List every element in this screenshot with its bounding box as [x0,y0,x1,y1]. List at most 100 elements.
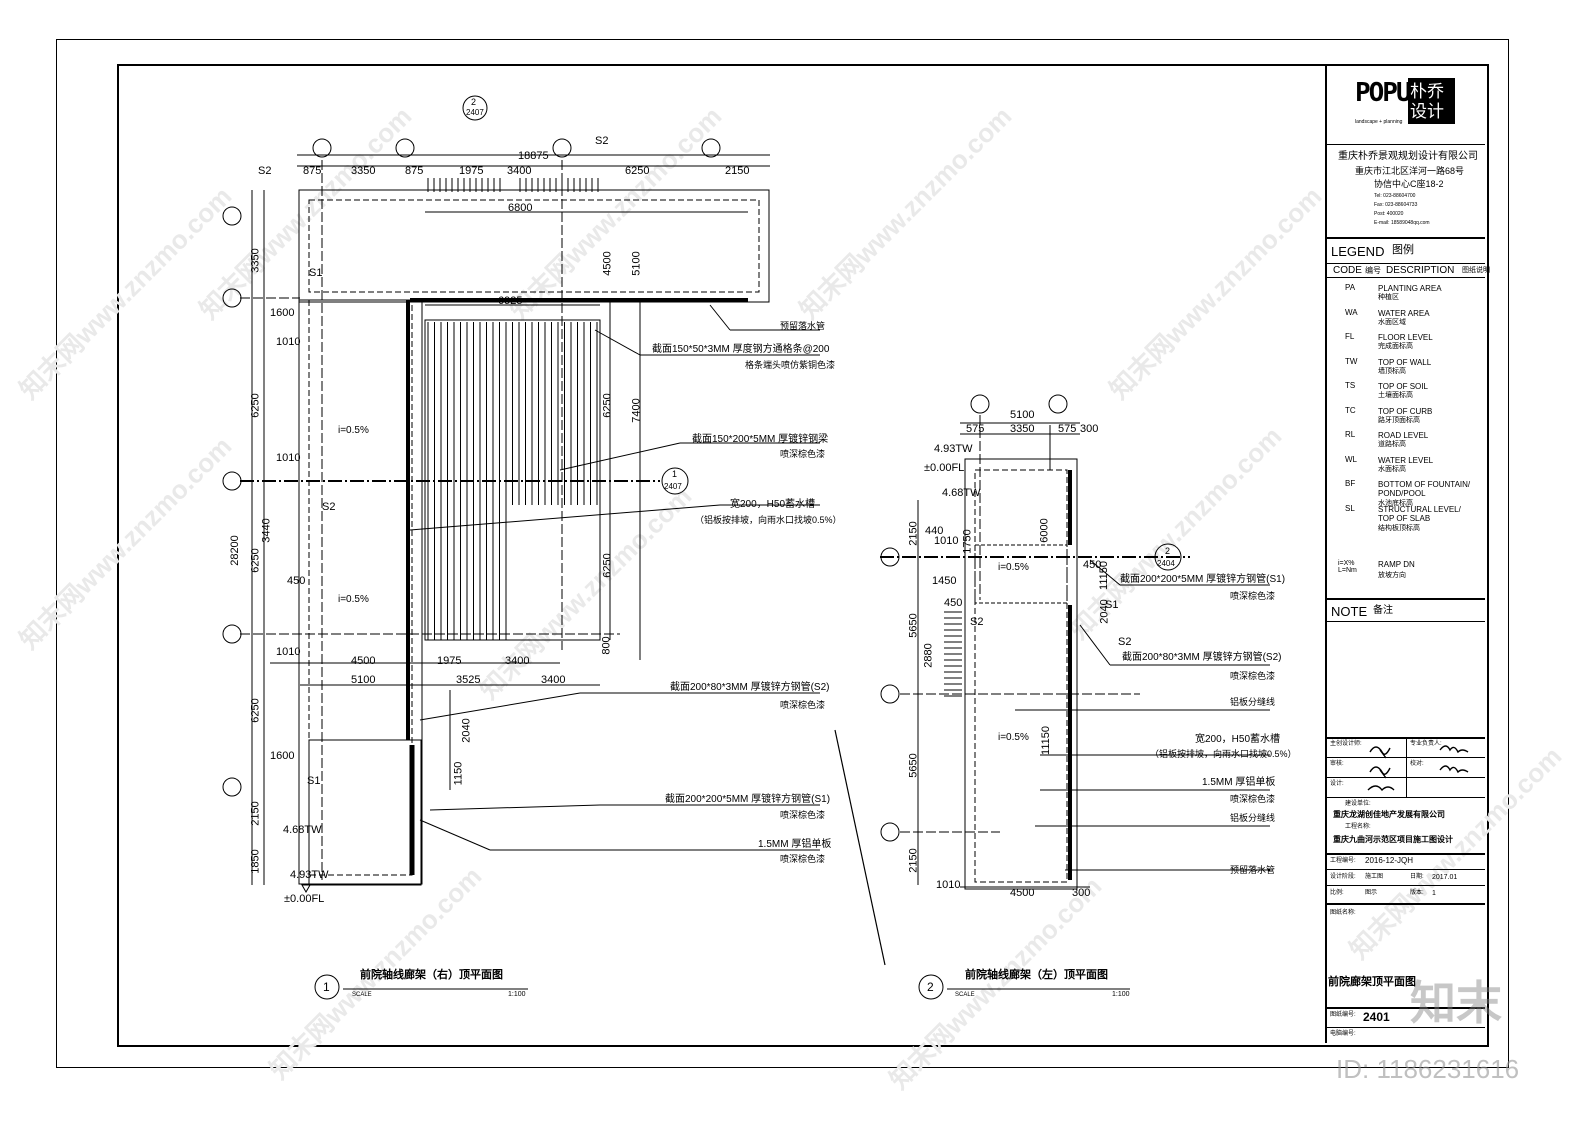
project-border [1327,869,1485,870]
legend-header-code-cn: 编号 [1365,266,1381,275]
project-border [1327,885,1485,886]
legend-code: WL [1345,455,1357,464]
note-title-cn: 备注 [1373,605,1393,616]
callout: 预留落水管 [780,321,826,331]
logo-cn: 朴乔设计 [1410,82,1444,121]
dim-left: 5650 [907,753,920,778]
section-ref: 2407 [466,108,484,117]
dim-inner: 1975 [437,655,462,667]
legend-top-border [1327,237,1485,239]
stage: 施工图 [1365,874,1384,880]
owner-name: 重庆龙湖创佳地产发展有限公司 [1333,810,1445,819]
level-label: 4.93TW [934,443,973,455]
company-post: Post: 400020 [1374,211,1404,217]
legend-ramp-cn: 放坡方向 [1378,572,1406,579]
dim-inner: 1600 [270,750,295,762]
legend-code: FL [1345,332,1355,341]
drawing-title: 前院轴线廊架（左）顶平面图 [965,969,1108,981]
slope-label: i=0.5% [338,594,369,605]
dim-top: 575 [1058,423,1077,435]
dim-top-2: 3350 [351,165,376,177]
legend-description-cn: 水面区域 [1378,319,1406,326]
file-no-label: 电脑编号: [1330,1031,1356,1037]
legend-description: STRUCTURAL LEVEL/ TOP OF SLAB [1378,505,1461,523]
dim-inner: 5100 [351,674,376,686]
legend-description: WATER LEVEL [1378,456,1434,465]
stage-label: 设计阶段: [1330,874,1356,880]
dim-inner: 450 [944,597,963,609]
company-address: 重庆市江北区洋河一路68号 [1355,166,1465,176]
company-email: E-mail: 18589048qq.com [1374,220,1430,226]
dim-top-4: 1975 [459,165,484,177]
project-no: 2016-12-JQH [1365,856,1414,865]
owner-label: 建设单位: [1345,801,1371,807]
company-logo: POPUY 朴乔设计 landscape + planning [1355,78,1457,128]
version: 1 [1432,890,1436,897]
dim-inner: 6925 [498,295,523,307]
section-num: 1 [672,469,678,479]
dim-top: 300 [1080,423,1099,435]
date: 2017.01 [1432,874,1458,881]
level-label: 4.68TW [942,487,981,499]
drawing-number: 2 [927,980,934,994]
section-num: 2 [1165,546,1171,556]
drawing-number: 1 [323,980,330,994]
company-divider [1327,144,1485,145]
level-label: ±0.00FL [284,893,325,905]
member-tag: S2 [1118,636,1132,648]
legend-description-cn: 完成面标高 [1378,343,1413,350]
legend-header-desc: DESCRIPTION [1386,265,1455,276]
company-fax: Fax: 023-88604733 [1374,202,1418,208]
dim-left: 2150 [907,848,920,873]
sign-label: 校对: [1410,761,1424,767]
callout: 铝板分缝线 [1230,697,1276,707]
member-tag: S2 [258,165,272,177]
dim-inner: 6000 [1038,518,1051,543]
dim-left: 2150 [907,521,920,546]
dim-left: 5650 [907,613,920,638]
dim-inner: 4500 [351,655,376,667]
callout: 宽200，H50蓄水槽 [730,499,816,510]
dim-top: 3350 [1010,423,1035,435]
dim-overall-top: 18875 [518,150,549,162]
member-tag: S1 [307,775,321,787]
legend-description: PLANTING AREA [1378,284,1442,293]
company-tel: Tel: 023-88604700 [1374,193,1416,199]
brand-watermark: 知末 [1410,977,1502,1029]
dim-inner: 450 [1083,559,1102,571]
legend-description: TOP OF SOIL [1378,382,1428,391]
level-label: 4.68TW [283,824,322,836]
dim-inner: 1010 [936,879,961,891]
project-border [1327,1007,1485,1009]
callout: 铝板分缝线 [1230,813,1276,823]
dim-inner: 1010 [934,535,959,547]
dim-inner: 1450 [932,575,957,587]
dim-inner: 450 [287,575,306,587]
legend-description: BOTTOM OF FOUNTAIN/ POND/POOL [1378,480,1471,498]
level-label: ±0.00FL [924,462,965,474]
legend-description: WATER AREA [1378,309,1430,318]
scale: 图示 [1365,890,1378,896]
section-num: 2 [471,97,477,107]
callout: 截面200*200*5MM 厚镀锌方钢管(S1) [1120,574,1286,585]
sign-label: 专业负责人: [1410,741,1442,747]
level-label: 4.93TW [290,869,329,881]
legend-code: RL [1345,430,1356,439]
company-name: 重庆朴乔景观规划设计有限公司 [1338,151,1478,162]
callout-sub: 喷深棕色漆 [780,810,826,820]
dim-inner: 1600 [270,307,295,319]
note-title: NOTE [1331,604,1368,619]
project-label: 工程名称: [1345,824,1371,830]
id-watermark: ID: 1186231616 [1336,1054,1520,1084]
dim-inner: 3525 [456,674,481,686]
sign-border [1327,797,1485,798]
callout: 截面200*80*3MM 厚镀锌方钢管(S2) [1122,652,1282,663]
scale-label: 比例: [1330,890,1344,896]
legend-description-cn: 墙顶标高 [1378,368,1406,375]
callout: 截面150*50*3MM 厚度钢方通格条@200 [652,344,830,355]
scale-label: SCALE [955,992,975,998]
dim-inner: 1010 [276,646,301,658]
member-tag: S2 [970,616,984,628]
